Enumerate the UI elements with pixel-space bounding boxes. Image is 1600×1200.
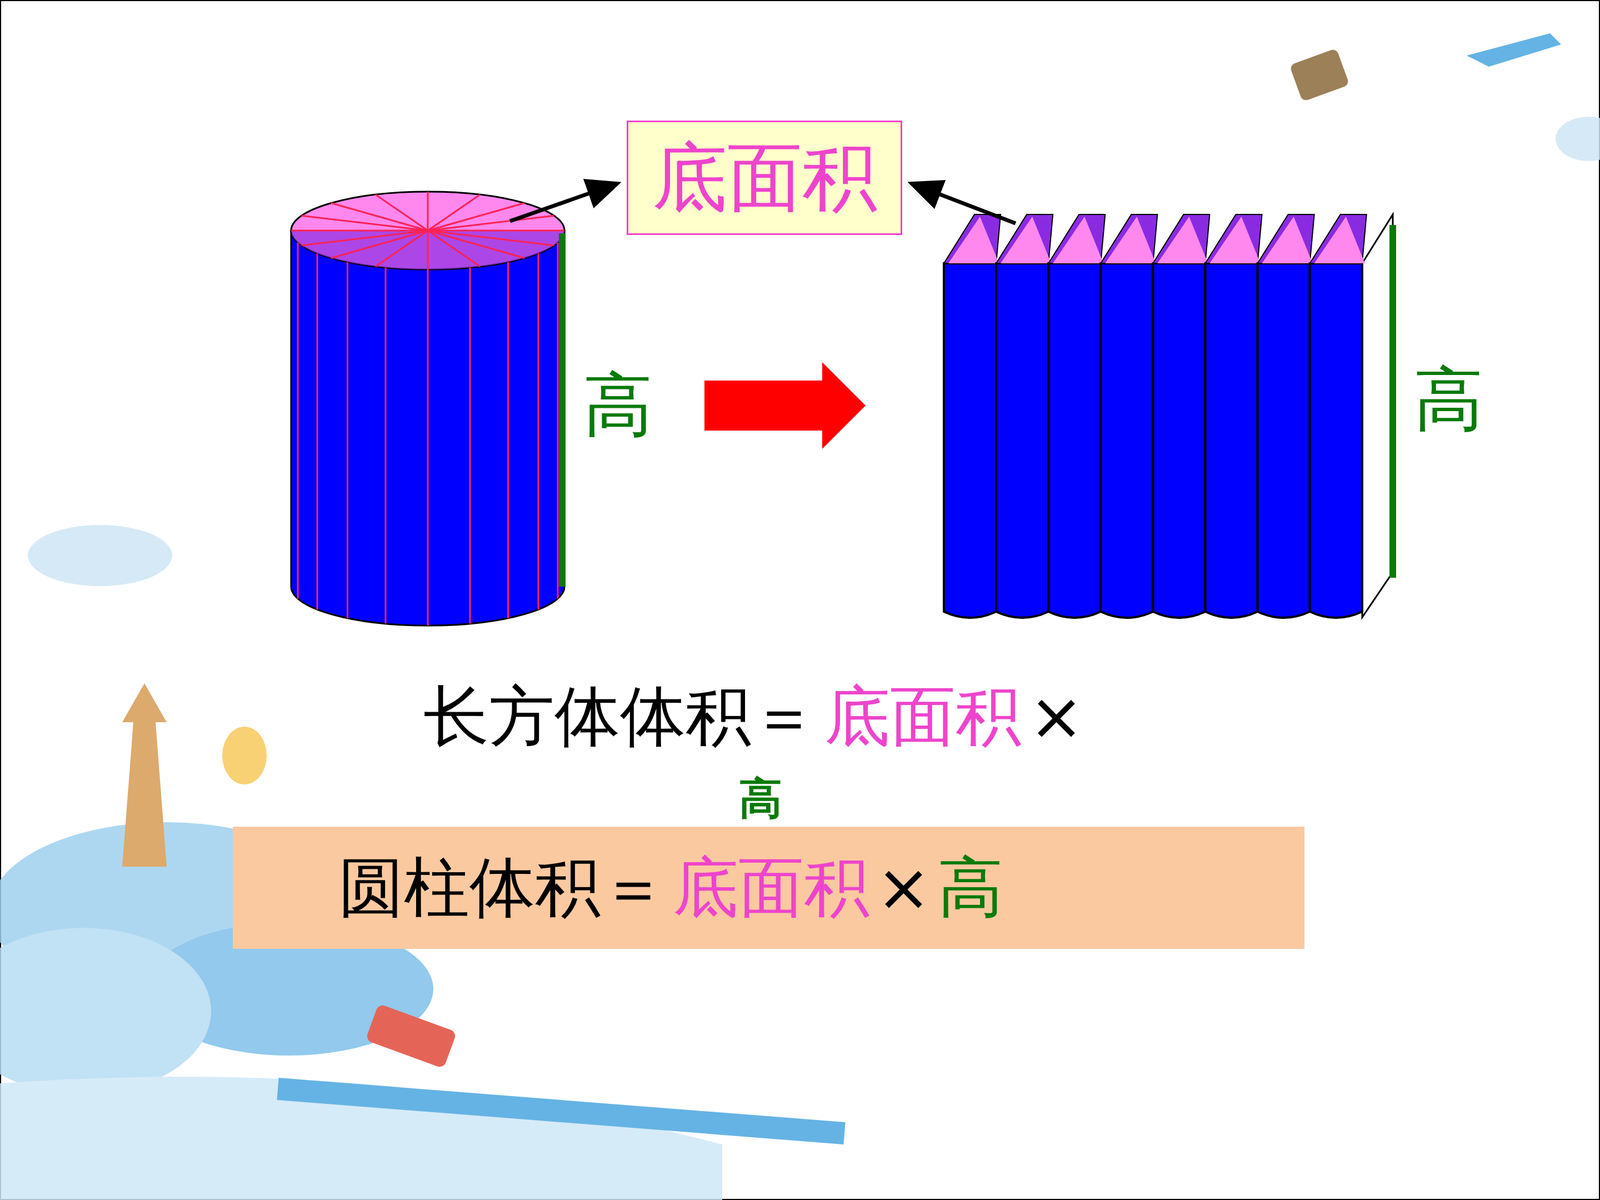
cuboid	[943, 214, 1393, 618]
node-text: 底面积	[652, 134, 878, 221]
height-line	[558, 233, 566, 587]
label: 高	[1413, 361, 1484, 438]
label: ×	[1028, 680, 1084, 753]
label: 高	[583, 366, 653, 444]
term-box: 底面积	[626, 120, 903, 235]
transform-arrow	[704, 362, 866, 449]
node-text: 高	[937, 850, 1004, 926]
label: 长方体体积＝	[423, 680, 817, 753]
leader-arrow	[911, 183, 1016, 224]
node-text: 底面积	[672, 850, 870, 926]
cylinder	[291, 191, 565, 626]
background-decor	[0, 33, 1600, 1200]
node-text: 圆柱体积＝	[338, 850, 667, 926]
height-line	[1389, 225, 1397, 578]
leader-arrow	[510, 183, 618, 222]
node-text: ×	[876, 850, 932, 926]
label: 高	[738, 775, 783, 823]
formula-band: 圆柱体积＝底面积×高	[232, 826, 1305, 949]
label: 底面积	[824, 680, 1022, 753]
